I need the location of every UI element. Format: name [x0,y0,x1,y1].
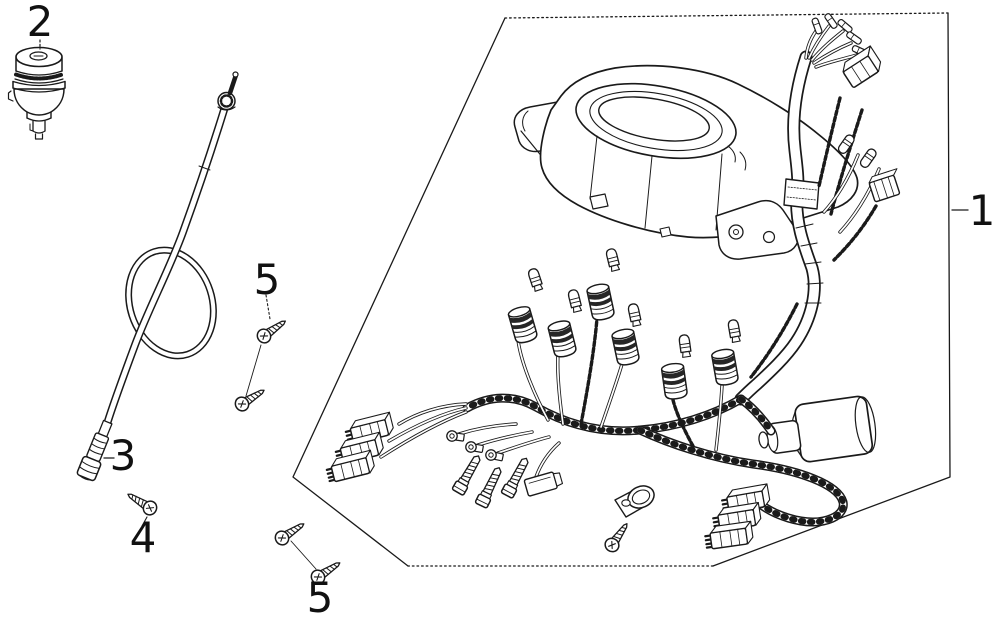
callout-1: 1 [968,186,996,235]
bulb-socket [660,361,689,401]
wire-terminal [823,12,839,30]
wire-terminal [810,16,824,36]
indicator-bulb [726,318,742,344]
part-3-speedometer-cable [75,71,239,484]
relay-stub-harness [736,394,776,436]
mounting-bolt [474,464,506,510]
indicator-bulb [604,247,622,273]
callout-4: 4 [129,513,157,562]
block-connector-mid [868,168,901,203]
clamp-screw [601,518,634,556]
wire-terminal [836,17,854,35]
multi-pin-connector [323,449,377,485]
terminals-and-bolts [445,422,551,510]
spiral-wrapped-harness [462,393,848,527]
part-5-screws-upper [232,314,291,415]
block-connector-top [842,45,882,88]
part-1-meter-assembly [323,12,901,556]
bulb-socket [710,347,740,388]
left-branch-connectors [323,402,468,485]
multi-pin-connector [703,520,755,551]
small-box-connector [523,441,564,497]
bulb-socket [546,318,578,360]
callout-2: 2 [26,0,54,46]
callout-5-upper: 5 [253,255,281,304]
bulb-socket [610,326,641,368]
indicator-bulb [677,333,693,359]
bulb-sockets [506,247,742,452]
speedometer-housing [513,64,859,260]
part-5-screws-lower [271,517,345,588]
bottom-connectors [703,482,772,551]
indicator-bulb [526,266,545,293]
part-2-sensor [7,46,66,140]
bullet-connector [858,146,879,170]
tape-band [783,178,820,210]
indicator-bulb [626,302,643,328]
bulb-socket [506,304,539,346]
callout-3: 3 [109,431,137,480]
bulb-socket [585,281,616,323]
callout-5-lower: 5 [306,573,334,619]
wiring-harness-trunk [734,12,901,406]
indicator-bulb [566,288,584,314]
enclosure-boundary [292,12,951,567]
mounting-bolt [451,451,485,497]
cable-clamp [601,485,655,556]
callout-leader-lines [39,39,969,527]
